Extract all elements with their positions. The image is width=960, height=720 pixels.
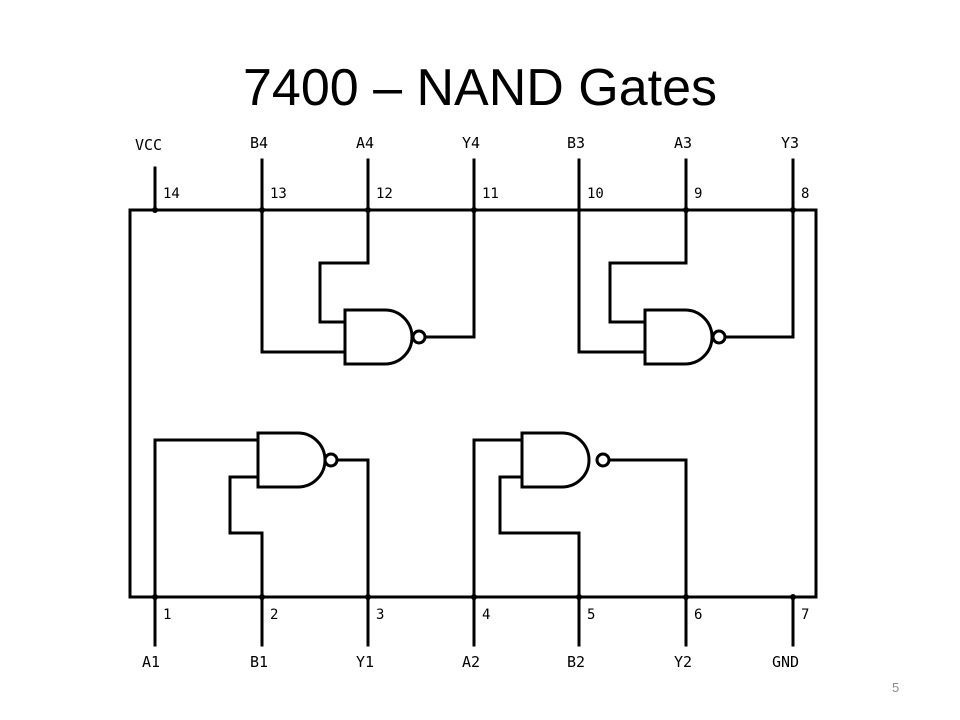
pin-14-number: 14: [163, 186, 180, 202]
pin-4-label: A2: [462, 653, 480, 671]
nand-gate-2: [472, 431, 688, 599]
pin-12-label: A4: [356, 134, 374, 152]
pin-13-number: 13: [270, 186, 287, 202]
pin-10-label: B3: [567, 134, 585, 152]
nand-gate-1: [153, 431, 370, 599]
pin-7-label: GND: [772, 653, 799, 671]
pin-11-number: 11: [482, 186, 499, 202]
pin-6-label: Y2: [674, 653, 692, 671]
nand-gate-4: [260, 208, 476, 366]
pin-10-number: 10: [587, 186, 604, 202]
pin-8-number: 8: [801, 186, 809, 202]
nand-gate-3: [577, 208, 795, 366]
pin-1-number: 1: [163, 607, 171, 623]
pin-5-number: 5: [587, 607, 595, 623]
pin-12-number: 12: [376, 186, 393, 202]
pin-8-label: Y3: [781, 134, 799, 152]
pin-13-label: B4: [250, 134, 268, 152]
pin-2-label: B1: [250, 653, 268, 671]
pin-7-number: 7: [801, 607, 809, 623]
pin-6-number: 6: [694, 607, 702, 623]
pin-1-label: A1: [142, 653, 160, 671]
pin-3-number: 3: [376, 607, 384, 623]
pin-5-label: B2: [567, 653, 585, 671]
pin-3-label: Y1: [356, 653, 374, 671]
pin-9-label: A3: [674, 134, 692, 152]
pin-9-number: 9: [694, 186, 702, 202]
slide-number: 5: [892, 680, 900, 695]
pin-2-number: 2: [270, 607, 278, 623]
pin-4-number: 4: [482, 607, 490, 623]
pin-14-label: VCC: [135, 136, 162, 154]
pin-11-label: Y4: [462, 134, 480, 152]
slide-title: 7400 – NAND Gates: [242, 59, 718, 117]
